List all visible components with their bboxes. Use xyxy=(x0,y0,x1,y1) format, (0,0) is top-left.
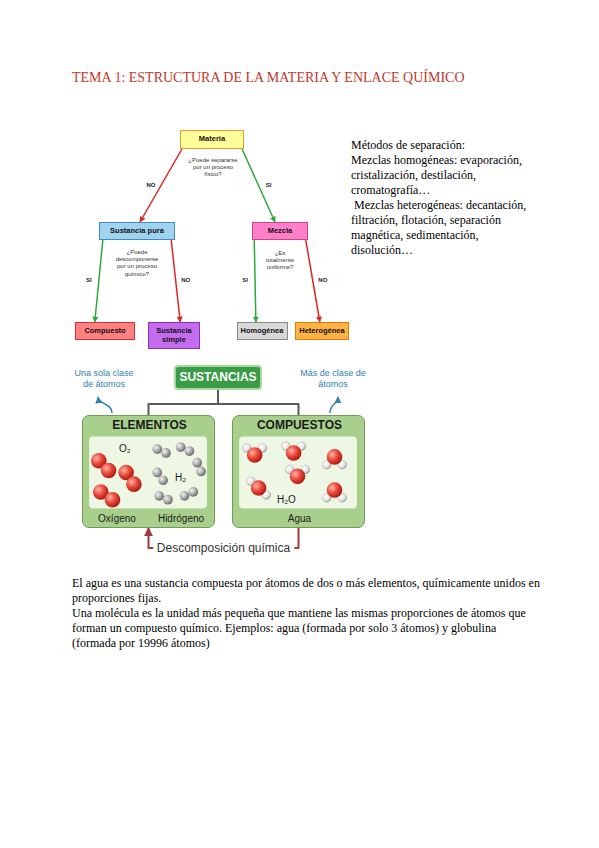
flow-arrow xyxy=(171,240,180,322)
category-box: Mezcla xyxy=(252,222,308,240)
inner-panel xyxy=(89,436,207,508)
edge-label: NO xyxy=(317,277,328,284)
result-box: Heterogénea xyxy=(295,322,349,340)
atom-sphere xyxy=(251,480,267,496)
atom-sphere xyxy=(152,468,162,478)
atom-sphere xyxy=(192,458,202,468)
box-label: SUSTANCIAS xyxy=(179,371,256,385)
atom-sphere xyxy=(286,445,302,461)
edge-label: SI xyxy=(265,182,273,189)
note-text: Mezclas heterogéneas: decantación, filtr… xyxy=(351,198,543,258)
flow-arrow xyxy=(95,240,103,322)
result-box: Homogénea xyxy=(237,322,288,340)
flow-arrow xyxy=(140,149,182,222)
panel-heading: ELEMENTOS xyxy=(112,419,186,433)
formula-label: O₂ xyxy=(119,443,131,455)
bracket-line xyxy=(149,390,219,415)
atom-sphere xyxy=(152,444,162,454)
callout-text: Una sola clase de átomos xyxy=(71,368,137,390)
box-label: Materia xyxy=(199,135,225,144)
box-label: Mezcla xyxy=(268,227,293,236)
atom-sphere xyxy=(327,449,343,465)
note-heading: Métodos de separación: xyxy=(351,138,543,153)
panel-heading: COMPUESTOS xyxy=(257,419,342,433)
edge-label: SI xyxy=(85,277,93,284)
box-label: Sustancia pura xyxy=(110,227,164,236)
formula-label: H₂ xyxy=(175,472,186,484)
atom-sphere xyxy=(176,442,186,452)
atom-sphere xyxy=(163,495,173,505)
page-title: TEMA 1: ESTRUCTURA DE LA MATERIA Y ENLAC… xyxy=(72,70,465,86)
substance-name: Agua xyxy=(288,513,311,525)
element-molecules xyxy=(83,416,213,526)
atom-sphere xyxy=(327,482,343,498)
decision-question: ¿Puede separarse por un proceso físico? xyxy=(188,157,238,179)
result-box: Compuesto xyxy=(75,322,135,340)
decision-question: ¿Puede descomponerse por un proceso quím… xyxy=(114,249,160,278)
edge-label: Descomposición química xyxy=(153,541,294,555)
category-box: Sustancia pura xyxy=(99,222,175,240)
formula-label: H₂O xyxy=(277,494,296,506)
flow-arrow xyxy=(254,240,256,322)
start-box: Materia xyxy=(180,130,244,149)
body-paragraph: El agua es una sustancia compuesta por á… xyxy=(72,576,542,606)
decision-question: ¿Es totalmente uniforme? xyxy=(260,250,300,272)
substance-name: Oxígeno xyxy=(98,513,136,525)
edge-label: SI xyxy=(241,277,249,284)
atom-sphere xyxy=(188,487,198,497)
body-paragraph: Una molécula es la unidad más pequeña qu… xyxy=(72,606,542,651)
atom-sphere xyxy=(126,476,142,492)
atom-sphere xyxy=(247,447,263,463)
heading-box: SUSTANCIAS xyxy=(174,365,262,390)
callout-arrow xyxy=(330,397,338,413)
bracket-line xyxy=(218,390,299,415)
edge-label: NO xyxy=(180,277,191,284)
atom-sphere xyxy=(196,467,206,477)
atom-sphere xyxy=(161,448,171,458)
atom-sphere xyxy=(158,475,168,485)
category-panel: ELEMENTOS O₂ H₂ Oxígeno Hidrógeno xyxy=(82,415,215,528)
compound-molecules xyxy=(233,416,363,526)
substance-name: Hidrógeno xyxy=(158,513,204,525)
note-text: Mezclas homogéneas: evaporación, cristal… xyxy=(351,153,543,198)
atom-sphere xyxy=(180,491,190,501)
box-label: Heterogénea xyxy=(299,327,344,336)
box-label: Compuesto xyxy=(84,327,125,336)
category-panel: COMPUESTOS H₂O Agua xyxy=(232,415,365,528)
box-label: Sustancia simple xyxy=(152,327,196,344)
flow-arrow xyxy=(242,149,275,222)
atom-sphere xyxy=(185,446,195,456)
callout-arrow xyxy=(98,397,112,413)
box-label: Homogénea xyxy=(241,327,284,336)
result-box: Sustancia simple xyxy=(148,322,200,349)
atom-sphere xyxy=(105,492,121,508)
edge-label: NO xyxy=(145,182,156,189)
callout-text: Más de clase de átomos xyxy=(300,368,366,390)
inner-panel xyxy=(239,436,357,508)
atom-sphere xyxy=(290,469,306,485)
atom-sphere xyxy=(154,491,164,501)
atom-sphere xyxy=(101,463,117,479)
